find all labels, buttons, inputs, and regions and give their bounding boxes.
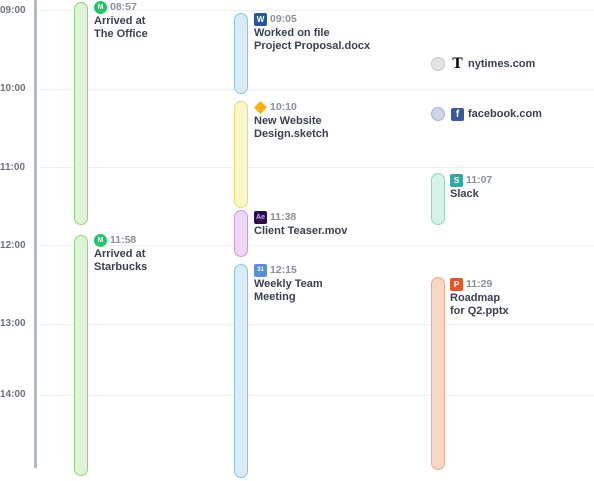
event-title-line1: Slack [450,188,479,200]
event-bar-office[interactable] [74,2,88,225]
nytimes-icon: T [452,56,463,72]
event-bar-team-meeting[interactable] [234,264,248,478]
event-time: 11:38 [270,211,297,223]
hour-gridline [40,395,594,396]
event-worked-on-proposal[interactable]: W 09:05 Worked on file Project Proposal.… [254,12,370,52]
event-title-line2: The Office [94,27,148,40]
hour-gridline [40,245,594,246]
event-title-line1: Roadmap [450,292,501,304]
hour-label-1300: 13:00 [0,318,26,329]
event-time: 11:58 [110,234,137,246]
event-weekly-team-meeting[interactable]: 31 12:15 Weekly Team Meeting [254,263,323,303]
event-time: 12:15 [270,264,297,276]
hour-gridline [40,167,594,168]
site-nytimes[interactable]: T nytimes.com [431,56,536,72]
hour-label-0900: 09:00 [0,5,26,16]
event-title-line1: Worked on file [254,27,330,39]
event-title-line2: Project Proposal.docx [254,39,371,52]
facebook-icon: f [451,107,464,121]
event-title-line2: Starbucks [94,260,148,273]
after-effects-icon: Ae [254,210,267,224]
event-title-line1: Weekly Team [254,278,323,290]
event-time: 11:29 [466,278,493,290]
word-icon: W [254,12,267,26]
event-new-website-design[interactable]: 10:10 New Website Design.sketch [253,100,329,140]
event-time: 11:07 [466,174,493,186]
moves-icon: M [94,233,107,247]
site-name: nytimes.com [468,58,536,70]
event-title-line1: Arrived at [94,248,146,260]
event-title-line2: Meeting [254,290,296,303]
moves-icon: M [94,0,107,14]
powerpoint-icon: P [450,277,463,291]
event-bar-client-teaser[interactable] [234,210,248,257]
hour-label-1000: 10:00 [0,83,26,94]
event-title-line1: Client Teaser.mov [254,225,348,237]
hour-gridline [40,324,594,325]
event-bar-slack[interactable] [431,173,445,225]
event-time: 08:57 [110,1,137,13]
event-bar-starbucks[interactable] [74,235,88,476]
timeline-axis [34,0,37,468]
slack-icon: S [450,173,463,187]
event-roadmap[interactable]: P 11:29 Roadmap for Q2.pptx [450,277,509,317]
hour-label-1200: 12:00 [0,240,26,251]
event-arrived-starbucks[interactable]: M 11:58 Arrived at Starbucks [94,233,147,273]
site-dot [431,107,445,121]
site-dot [431,57,445,71]
calendar-icon: 31 [254,263,267,277]
event-arrived-office[interactable]: M 08:57 Arrived at The Office [94,0,148,40]
event-time: 10:10 [270,101,297,113]
site-name: facebook.com [468,108,542,120]
event-title-line2: Design.sketch [254,127,329,140]
event-slack[interactable]: S 11:07 Slack [450,173,492,201]
event-title-line1: New Website [254,115,322,127]
sketch-icon [253,100,268,114]
event-bar-website-design[interactable] [234,101,248,208]
event-client-teaser[interactable]: Ae 11:38 Client Teaser.mov [254,210,347,238]
event-time: 09:05 [270,13,297,25]
event-title-line2: for Q2.pptx [450,304,509,317]
event-bar-roadmap[interactable] [431,277,445,470]
hour-gridline [40,89,594,90]
hour-label-1400: 14:00 [0,389,26,400]
hour-gridline [40,10,594,11]
site-facebook[interactable]: f facebook.com [431,107,542,121]
hour-label-1100: 11:00 [0,162,26,173]
event-bar-proposal[interactable] [234,13,248,94]
event-title-line1: Arrived at [94,15,146,27]
